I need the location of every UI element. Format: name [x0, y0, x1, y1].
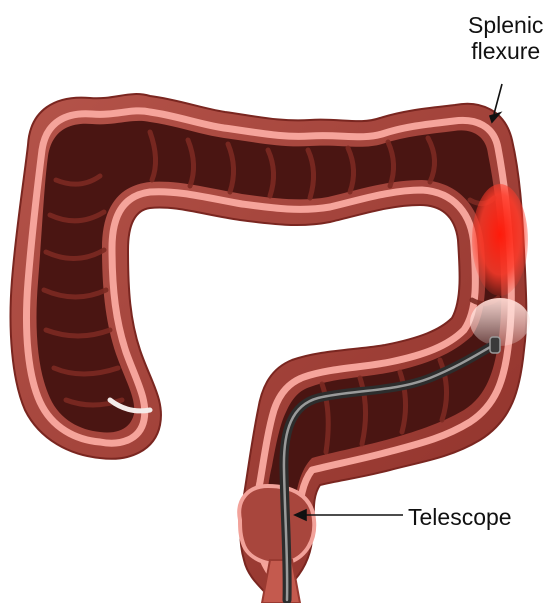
splenic-flexure-pointer [494, 84, 502, 114]
rectum [239, 486, 314, 564]
telescope-label: Telescope [408, 504, 512, 530]
telescope-tip [490, 337, 500, 353]
highlighted-region [472, 184, 528, 296]
splenic-flexure-label-line1: Splenic [468, 12, 543, 38]
splenic-flexure-label-line2: flexure [468, 38, 543, 64]
splenic-flexure-label: Splenic flexure [468, 12, 543, 65]
